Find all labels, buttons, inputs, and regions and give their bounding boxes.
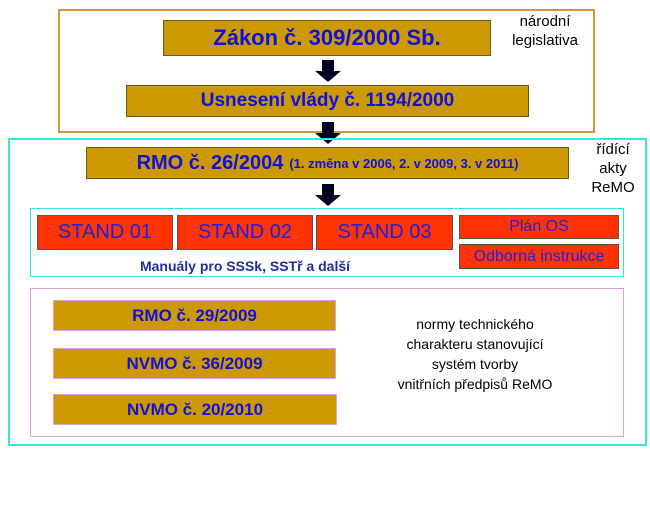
norm-box: NVMO č. 36/2009 xyxy=(53,348,336,379)
norm-box: NVMO č. 20/2010 xyxy=(53,394,337,425)
stand-03-box: STAND 03 xyxy=(316,215,453,250)
manuals-frame xyxy=(30,208,624,277)
national-legislation-label: národní legislativa xyxy=(512,13,578,49)
label-line: řídící xyxy=(596,141,630,158)
plan-os-box: Plán OS xyxy=(459,215,619,239)
main-order-title: RMO č. 26/2004 xyxy=(136,151,284,174)
law-box: Zákon č. 309/2000 Sb. xyxy=(163,20,491,56)
norms-frame xyxy=(30,288,624,437)
expert-instruction-box: Odborná instrukce xyxy=(459,244,619,269)
main-order-box: RMO č. 26/2004 (1. změna v 2006, 2. v 20… xyxy=(86,147,569,179)
description-line: systém tvorby xyxy=(431,356,519,372)
label-line: ReMO xyxy=(591,179,635,196)
stand-02-box: STAND 02 xyxy=(177,215,313,250)
main-order-note: (1. změna v 2006, 2. v 2009, 3. v 2011) xyxy=(289,155,519,171)
description-line: vnitřních předpisů ReMO xyxy=(397,376,553,392)
manuals-label: Manuály pro SSSk, SSTř a další xyxy=(139,258,351,274)
remo-acts-frame xyxy=(8,138,647,446)
norms-description: normy technického charakteru stanovující… xyxy=(370,314,580,394)
description-line: charakteru stanovující xyxy=(406,336,544,352)
arrow-down-icon xyxy=(315,184,341,206)
government-resolution-box: Usnesení vlády č. 1194/2000 xyxy=(126,85,529,117)
stand-01-box: STAND 01 xyxy=(37,215,173,250)
label-line: akty xyxy=(599,160,627,177)
description-line: normy technického xyxy=(416,316,534,332)
norm-box: RMO č. 29/2009 xyxy=(53,300,336,331)
remo-acts-label: řídící akty ReMO xyxy=(583,140,643,197)
arrow-down-icon xyxy=(315,60,341,82)
